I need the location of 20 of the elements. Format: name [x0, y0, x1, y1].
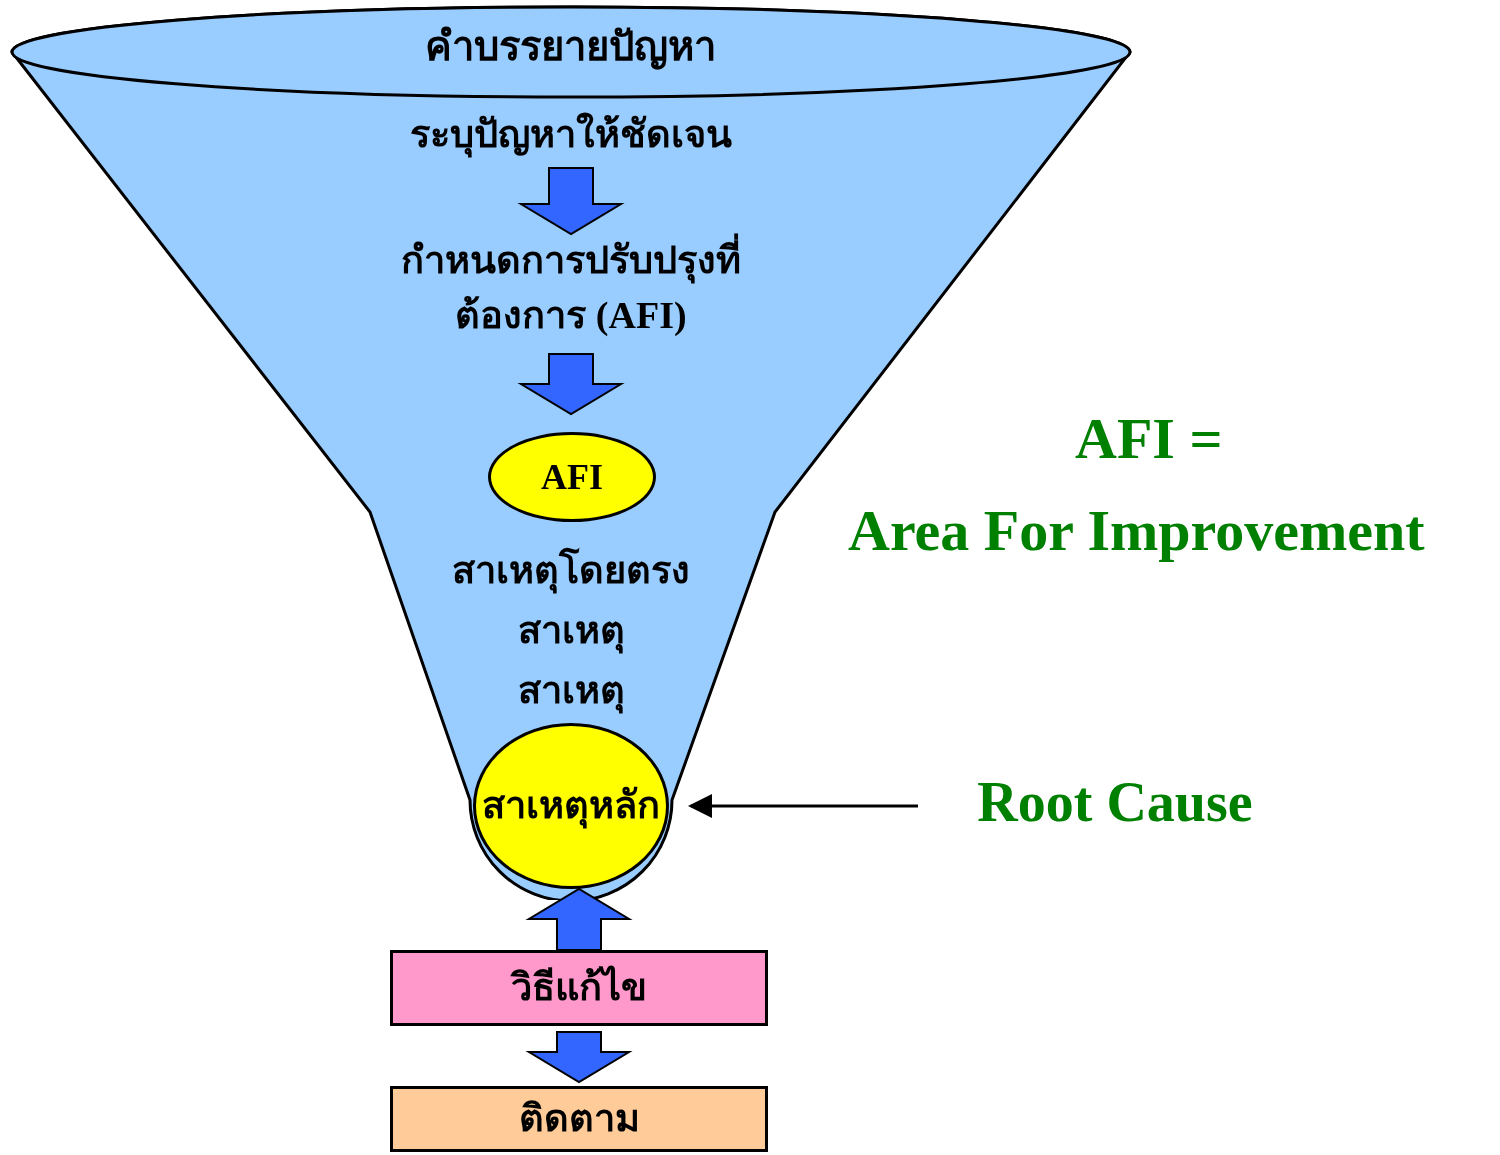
step-text: สาเหตุ — [517, 668, 625, 716]
step-text: สาเหตุหลัก — [482, 783, 660, 831]
step-text: AFI — [541, 455, 603, 499]
block-arrow — [517, 167, 625, 236]
process-box — [390, 1086, 768, 1152]
step-text: วิธีแก้ไข — [511, 964, 647, 1011]
block-arrow — [525, 887, 633, 951]
step-text: สาเหตุโดยตรง — [452, 546, 690, 596]
process-box — [390, 950, 768, 1026]
block-arrow — [525, 1031, 633, 1084]
block-arrow — [517, 353, 625, 416]
arrow — [688, 794, 918, 818]
step-text: สาเหตุ — [517, 608, 625, 656]
heading-text: คำบรรยายปัญหา — [424, 23, 716, 72]
definition-text: AFI = — [1075, 410, 1223, 468]
step-text: ระบุปัญหาให้ชัดเจน — [410, 111, 732, 160]
definition-text: Area For Improvement — [848, 502, 1425, 560]
step-text: Root Cause — [977, 770, 1253, 836]
step-text: ติดตาม — [518, 1096, 640, 1142]
step-text: กำหนดการปรับปรุงที่ต้องการ (AFI) — [361, 232, 781, 344]
